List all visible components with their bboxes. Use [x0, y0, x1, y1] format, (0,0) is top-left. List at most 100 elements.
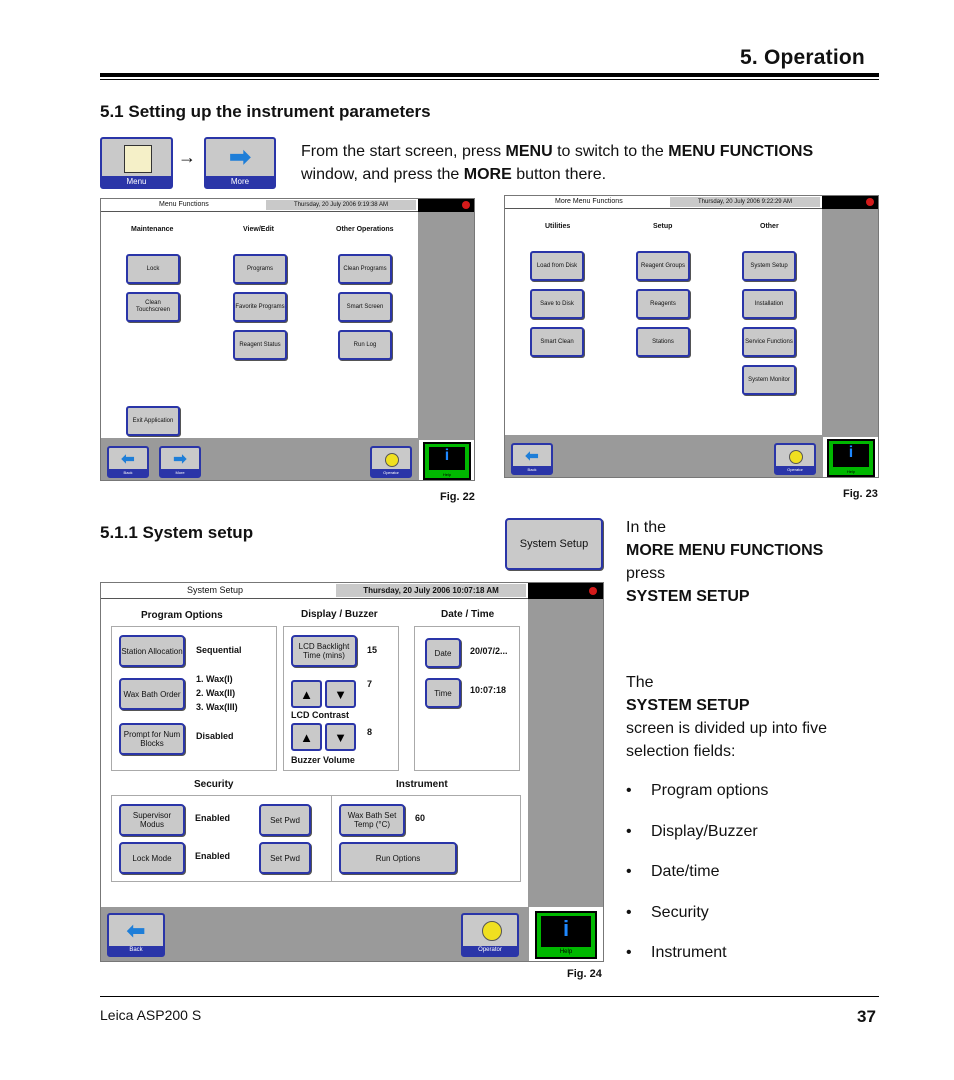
volume-down-button[interactable]: ▼: [325, 723, 356, 751]
header-rule: [100, 73, 879, 77]
column-heading: Setup: [653, 223, 673, 230]
exit-application-button[interactable]: Exit Application: [126, 406, 180, 436]
volume-up-button[interactable]: ▲: [291, 723, 322, 751]
favorite-programs-button[interactable]: Favorite Programs: [233, 292, 287, 322]
prompt-num-blocks-button[interactable]: Prompt for Num Blocks: [119, 723, 185, 755]
set-password-button[interactable]: Set Pwd: [259, 842, 311, 874]
subsection-title: 5.1.1 System setup: [100, 523, 254, 542]
column-heading: Other Operations: [336, 226, 394, 233]
wax-bath-temp-value: 60: [415, 813, 426, 823]
set-password-button[interactable]: Set Pwd: [259, 804, 311, 836]
time-button[interactable]: Time: [425, 678, 461, 708]
info-icon: i: [833, 444, 869, 467]
column-heading: Utilities: [545, 223, 571, 230]
lock-mode-button[interactable]: Lock Mode: [119, 842, 185, 874]
wax-bath-value: 1. Wax(I): [196, 674, 233, 684]
screen-title: More Menu Functions: [555, 198, 623, 205]
fig22-screen: Menu Functions Thursday, 20 July 2006 9:…: [100, 198, 475, 481]
footer-rule: [100, 996, 879, 997]
figure-caption: Fig. 24: [567, 968, 602, 980]
reagent-status-button[interactable]: Reagent Status: [233, 330, 287, 360]
smart-clean-button[interactable]: Smart Clean: [530, 327, 584, 357]
security-heading: Security: [194, 779, 234, 790]
volume-value: 8: [367, 727, 373, 737]
figure-caption: Fig. 22: [440, 491, 475, 503]
back-button[interactable]: ⬅ Back: [511, 443, 553, 475]
program-options-heading: Program Options: [141, 610, 223, 621]
list-item: Security: [626, 904, 876, 945]
programs-button[interactable]: Programs: [233, 254, 287, 284]
wax-bath-temp-button[interactable]: Wax Bath Set Temp (°C): [339, 804, 405, 836]
right-text-2: The SYSTEM SETUP screen is divided up in…: [626, 674, 827, 760]
help-button[interactable]: i Help: [535, 911, 597, 959]
list-item: Display/Buzzer: [626, 823, 876, 864]
supervisor-modus-button[interactable]: Supervisor Modus: [119, 804, 185, 836]
column-heading: Maintenance: [131, 226, 174, 233]
contrast-up-button[interactable]: ▲: [291, 680, 322, 708]
more-button[interactable]: ➡ More: [159, 446, 201, 478]
arrow-left-icon: ⬅: [525, 448, 539, 466]
wax-bath-order-button[interactable]: Wax Bath Order: [119, 678, 185, 710]
lock-mode-value: Enabled: [195, 851, 231, 861]
lcd-backlight-button[interactable]: LCD Backlight Time (mins): [291, 635, 357, 667]
menu-button[interactable]: Menu: [100, 137, 173, 189]
lock-button[interactable]: Lock: [126, 254, 180, 284]
chapter-heading: 5. Operation: [740, 46, 865, 69]
notepad-icon: [124, 145, 152, 173]
load-from-disk-button[interactable]: Load from Disk: [530, 251, 584, 281]
contrast-down-button[interactable]: ▼: [325, 680, 356, 708]
installation-button[interactable]: Installation: [742, 289, 796, 319]
station-allocation-button[interactable]: Station Allocation: [119, 635, 185, 667]
reagents-button[interactable]: Reagents: [636, 289, 690, 319]
operator-icon: [789, 450, 803, 464]
system-monitor-button[interactable]: System Monitor: [742, 365, 796, 395]
triangle-down-icon: ▼: [334, 729, 347, 745]
figure-caption: Fig. 23: [843, 488, 878, 500]
instrument-heading: Instrument: [396, 779, 448, 790]
system-setup-button[interactable]: System Setup: [742, 251, 796, 281]
smart-screen-button[interactable]: Smart Screen: [338, 292, 392, 322]
list-item: Program options: [626, 782, 876, 823]
screen-title: Menu Functions: [159, 201, 209, 208]
section-title: 5.1 Setting up the instrument parameters: [100, 102, 431, 121]
operator-icon: [482, 921, 502, 941]
display-buzzer-heading: Display / Buzzer: [301, 609, 378, 620]
operator-button[interactable]: Operator: [461, 913, 519, 957]
triangle-up-icon: ▲: [300, 686, 313, 702]
date-button[interactable]: Date: [425, 638, 461, 668]
contrast-value: 7: [367, 679, 373, 689]
intro-text: From the start screen, press MENU to swi…: [301, 143, 814, 183]
list-item: Date/time: [626, 863, 876, 904]
info-icon: i: [429, 447, 465, 470]
column-heading: Other: [760, 223, 779, 230]
stations-button[interactable]: Stations: [636, 327, 690, 357]
arrow-left-icon: ⬅: [126, 918, 146, 943]
clean-touchscreen-button[interactable]: Clean Touchscreen: [126, 292, 180, 322]
wax-bath-value: 2. Wax(II): [196, 688, 236, 698]
run-options-button[interactable]: Run Options: [339, 842, 457, 874]
bullet-list: Program options Display/Buzzer Date/time…: [626, 782, 876, 985]
operator-button[interactable]: Operator: [774, 443, 816, 475]
service-functions-button[interactable]: Service Functions: [742, 327, 796, 357]
heart-icon: [589, 587, 597, 595]
help-button[interactable]: i Help: [423, 442, 471, 480]
contrast-label: LCD Contrast: [291, 710, 349, 720]
datetime: Thursday, 20 July 2006 9:22:29 AM: [670, 197, 820, 207]
date-value: 20/07/2...: [470, 646, 508, 656]
run-log-button[interactable]: Run Log: [338, 330, 392, 360]
back-button[interactable]: ⬅ Back: [107, 913, 165, 957]
save-to-disk-button[interactable]: Save to Disk: [530, 289, 584, 319]
back-button[interactable]: ⬅ Back: [107, 446, 149, 478]
screen-title: System Setup: [187, 585, 244, 595]
triangle-up-icon: ▲: [300, 729, 313, 745]
reagent-groups-button[interactable]: Reagent Groups: [636, 251, 690, 281]
clean-programs-button[interactable]: Clean Programs: [338, 254, 392, 284]
help-button[interactable]: i Help: [827, 439, 875, 477]
system-setup-button[interactable]: System Setup: [505, 518, 603, 570]
arrow-right-icon: →: [178, 147, 196, 167]
footer-product: Leica ASP200 S: [100, 1007, 202, 1023]
list-item: Instrument: [626, 944, 876, 985]
fig23-screen: More Menu Functions Thursday, 20 July 20…: [504, 195, 879, 478]
operator-button[interactable]: Operator: [370, 446, 412, 478]
more-button[interactable]: ➡ More: [204, 137, 276, 189]
